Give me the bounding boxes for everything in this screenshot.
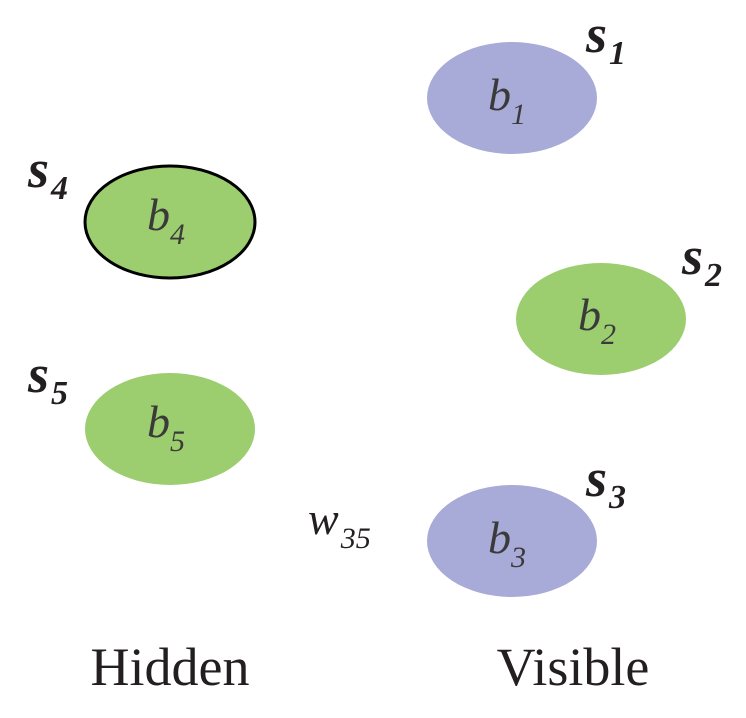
unit-b1: b1 s1: [427, 4, 626, 154]
unit-b5-bias: b5: [147, 396, 185, 458]
unit-b3: b3 s3: [427, 448, 626, 597]
unit-s5-state-label: s5: [27, 344, 68, 412]
unit-b2-bias: b2: [578, 289, 616, 351]
unit-b1-node: [427, 42, 597, 154]
unit-b2-node: [516, 263, 686, 375]
unit-b4-node: [83, 164, 257, 280]
unit-b4-bias: b4: [147, 189, 185, 251]
unit-b4: b4 s4: [27, 139, 257, 280]
unit-s1-state-label: s1: [585, 4, 626, 72]
unit-b2: b2 s2: [516, 226, 722, 375]
unit-b5-node: [85, 373, 255, 485]
weight-w35-label: w35: [308, 493, 371, 555]
visible-group-label: Visible: [497, 637, 650, 697]
unit-b3-bias: b3: [488, 512, 526, 574]
hidden-group-label: Hidden: [91, 637, 250, 697]
unit-s3-state-label: s3: [585, 448, 626, 516]
unit-b1-bias: b1: [488, 69, 526, 131]
unit-s4-state-label: s4: [27, 139, 68, 207]
unit-b3-node: [427, 485, 597, 597]
unit-s2-state-label: s2: [681, 226, 722, 294]
unit-b5: b5 s5: [27, 344, 255, 485]
